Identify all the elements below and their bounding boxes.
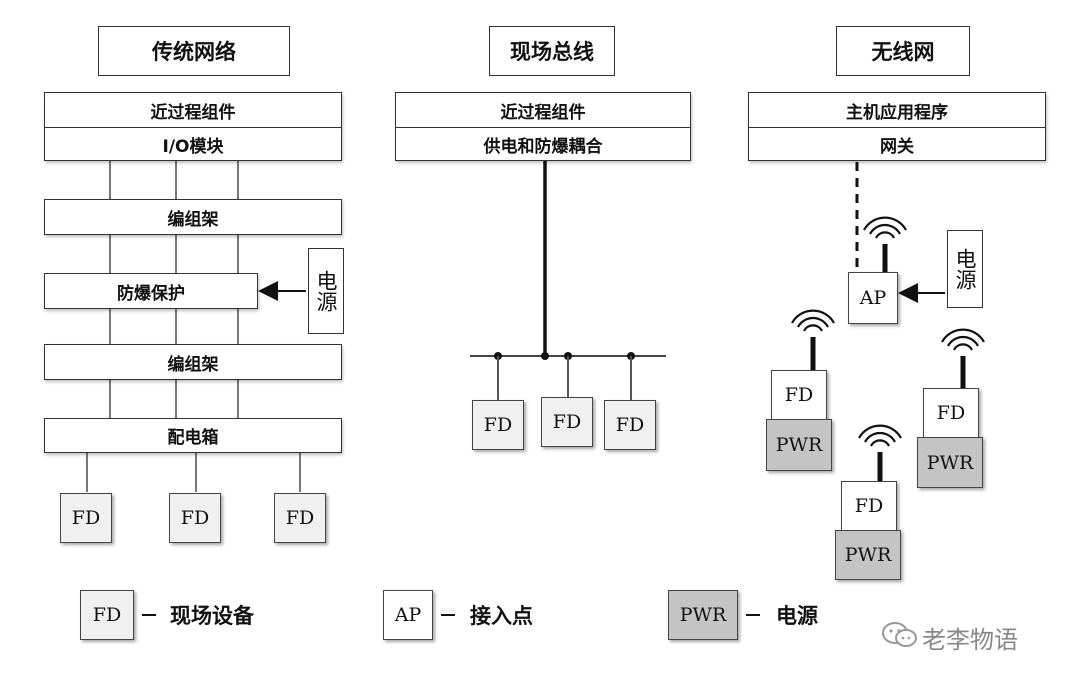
legend-pwr-text: 电源 (776, 604, 818, 628)
traditional-power-source: 电源 (308, 248, 344, 334)
legend-ap-dash (441, 614, 455, 616)
wireless-node-2-pwr: PWR (917, 437, 983, 488)
traditional-field-device-1: FD (60, 493, 112, 543)
fieldbus-drops (497, 356, 632, 400)
wireless-node-2-fd: FD (923, 388, 979, 438)
wireless-node-1-fd: FD (771, 370, 827, 420)
traditional-bar-distribution-box: 配电箱 (44, 418, 342, 453)
legend-pwr-dash (746, 614, 760, 616)
traditional-field-device-2: FD (169, 493, 221, 543)
fieldbus-bar-power-coupler: 供电和防爆耦合 (395, 127, 691, 161)
legend-pwr-swatch: PWR (668, 590, 738, 640)
wireless-node-3-fd: FD (841, 481, 897, 531)
wechat-icon (880, 620, 920, 650)
traditional-field-device-3: FD (274, 493, 326, 543)
wireless-bar-gateway: 网关 (748, 127, 1046, 161)
title-traditional: 传统网络 (98, 26, 290, 76)
legend-ap-text: 接入点 (470, 604, 533, 628)
legend-fd-text: 现场设备 (170, 604, 254, 628)
legend-ap-swatch: AP (383, 590, 433, 640)
wireless-bar-host-application: 主机应用程序 (748, 92, 1046, 128)
wireless-node-3-pwr: PWR (835, 530, 901, 580)
wireless-access-point: AP (848, 272, 898, 324)
traditional-bar-marshalling-rack-2: 编组架 (44, 344, 342, 380)
traditional-bar-explosion-protection: 防爆保护 (44, 273, 258, 309)
traditional-bar-marshalling-rack-1: 编组架 (44, 199, 342, 235)
traditional-bar-io-module: I/O模块 (44, 127, 342, 161)
fieldbus-field-device-1: FD (472, 400, 524, 450)
title-wireless: 无线网 (836, 26, 970, 76)
fieldbus-bar-process-component: 近过程组件 (395, 92, 691, 128)
legend-fd-dash (142, 614, 156, 616)
fieldbus-field-device-2: FD (541, 397, 593, 447)
traditional-bar-process-component: 近过程组件 (44, 92, 342, 128)
antenna-masts (810, 244, 966, 482)
legend-fd-swatch: FD (80, 590, 134, 640)
wireless-node-1-pwr: PWR (766, 419, 832, 471)
watermark-text: 老李物语 (922, 626, 1018, 654)
fieldbus-field-device-3: FD (604, 400, 656, 450)
wireless-power-source: 电源 (947, 230, 983, 308)
title-fieldbus: 现场总线 (489, 26, 615, 76)
wifi-icon (791, 216, 985, 447)
traditional-links (86, 160, 301, 492)
